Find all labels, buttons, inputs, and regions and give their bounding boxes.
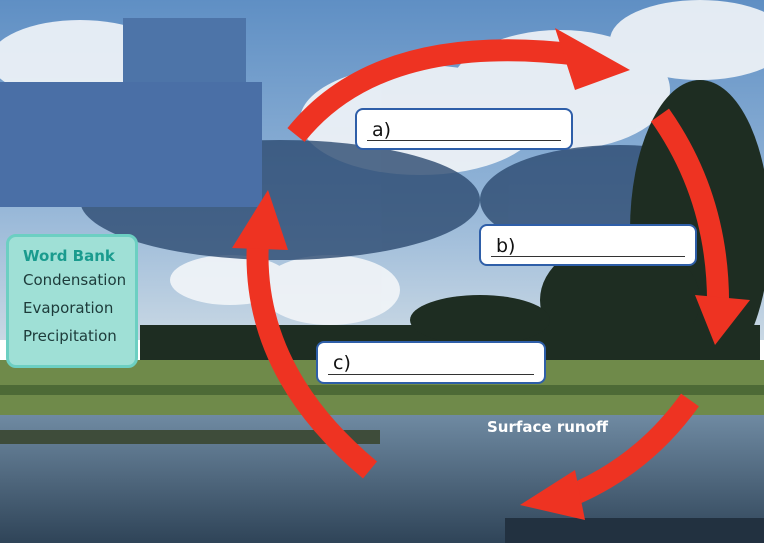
answer-box-b[interactable]: b) <box>479 224 697 266</box>
image-patch <box>0 82 262 207</box>
word-bank: Word Bank Condensation Evaporation Preci… <box>6 234 138 368</box>
answer-box-a[interactable]: a) <box>355 108 573 150</box>
word-bank-item: Precipitation <box>23 327 117 345</box>
trees <box>140 80 764 380</box>
surface-runoff-label: Surface runoff <box>487 418 609 436</box>
arrow-left-shaft <box>246 239 378 479</box>
arrow-bottom-head <box>520 470 585 520</box>
arrow-top-shaft <box>287 39 582 142</box>
answer-box-label: b) <box>496 235 516 257</box>
answer-box-label: c) <box>333 352 351 374</box>
answer-line <box>328 374 534 375</box>
answer-box-label: a) <box>372 119 392 141</box>
arrow-top-head <box>555 28 630 90</box>
arrow-right-head <box>695 295 750 345</box>
cycle-arrows <box>232 28 750 520</box>
answer-line <box>491 256 685 257</box>
answer-box-c[interactable]: c) <box>316 341 546 384</box>
word-bank-item: Evaporation <box>23 299 114 317</box>
arrow-right-shaft <box>651 108 730 311</box>
arrow-left-head <box>232 190 288 250</box>
word-bank-title: Word Bank <box>23 247 115 265</box>
image-patch <box>123 18 246 90</box>
word-bank-item: Condensation <box>23 271 127 289</box>
answer-line <box>367 140 561 141</box>
